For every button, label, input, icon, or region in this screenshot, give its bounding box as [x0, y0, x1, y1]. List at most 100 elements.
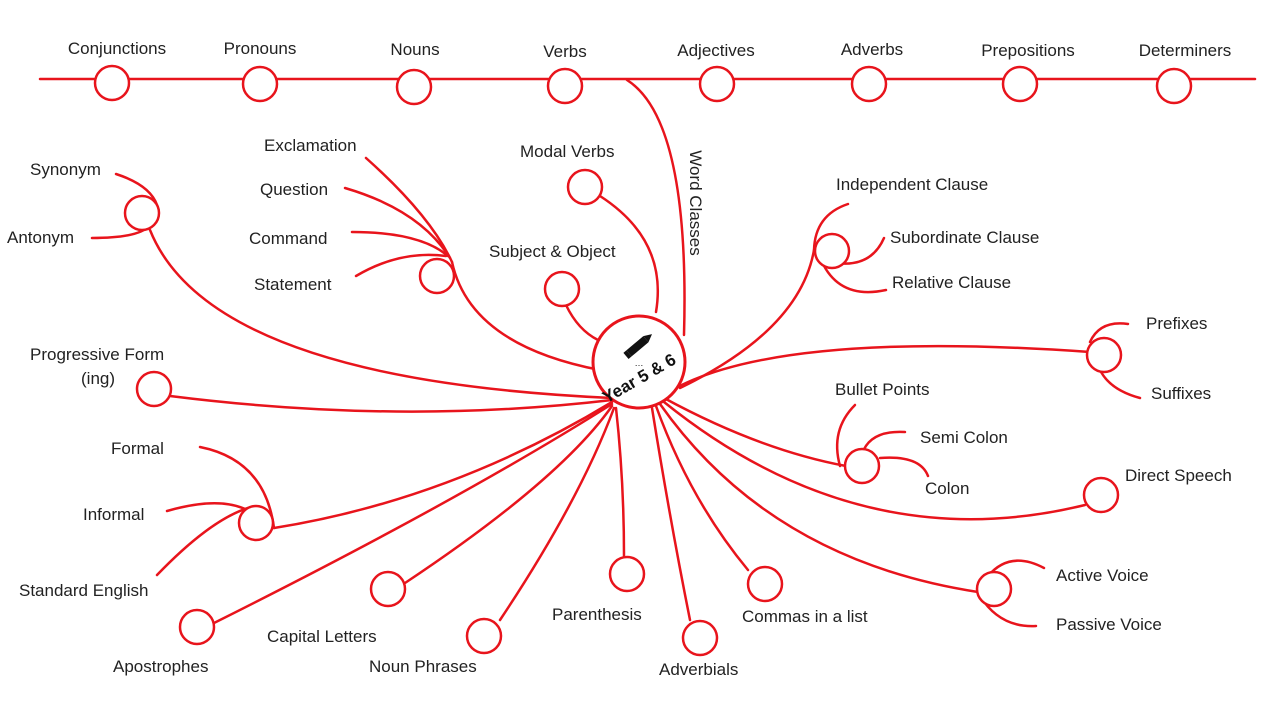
label-adjectives: Adjectives [677, 41, 754, 60]
relative-clause-connector [820, 260, 888, 294]
modal-verbs-connector [598, 194, 660, 314]
label-active-voice: Active Voice [1056, 566, 1149, 585]
label-determiners: Determiners [1139, 41, 1232, 60]
commas-connector [654, 404, 750, 572]
label-adverbials: Adverbials [659, 660, 738, 679]
hub-circle[interactable] [591, 314, 687, 410]
standard-english-connector [155, 506, 250, 577]
label-bullet-points: Bullet Points [835, 380, 930, 399]
subject-object-connector [564, 303, 600, 342]
label-conjunctions: Conjunctions [68, 39, 166, 58]
question-connector [343, 186, 452, 260]
node-register[interactable] [237, 504, 275, 542]
label-subordinate-clause: Subordinate Clause [890, 228, 1039, 247]
clauses-connector [678, 248, 816, 390]
label-independent-clause: Independent Clause [836, 175, 988, 194]
node-pronouns[interactable] [241, 65, 279, 103]
register-connector [272, 400, 614, 530]
exclamation-connector [364, 156, 454, 264]
pencil-dots: … [635, 358, 644, 368]
node-prefixes-suffixes[interactable] [1085, 336, 1123, 374]
node-nouns[interactable] [395, 68, 433, 106]
label-suffixes: Suffixes [1151, 384, 1211, 403]
node-modal-verbs[interactable] [566, 168, 604, 206]
node-commas-in-a-list[interactable] [746, 565, 784, 603]
command-connector [350, 230, 450, 258]
label-prefixes: Prefixes [1146, 314, 1207, 333]
independent-clause-connector [812, 202, 850, 252]
node-prepositions[interactable] [1001, 65, 1039, 103]
progressive-form-connector [168, 394, 614, 413]
node-synonym-antonym[interactable] [123, 194, 161, 232]
label-modal-verbs: Modal Verbs [520, 142, 615, 161]
synonym-antonym-connector [148, 228, 614, 400]
apostrophes-connector [212, 402, 614, 625]
label-direct-speech: Direct Speech [1125, 466, 1232, 485]
word-classes-bar [38, 64, 1257, 106]
node-determiners[interactable] [1155, 67, 1193, 105]
topic-labels: Synonym Antonym Exclamation Question Com… [7, 136, 1232, 679]
label-informal: Informal [83, 505, 144, 524]
node-adjectives[interactable] [698, 65, 736, 103]
label-statement: Statement [254, 275, 332, 294]
adverbials-connector [650, 406, 692, 622]
suffixes-connector [1098, 368, 1142, 400]
label-progressive-form-ing: (ing) [81, 369, 115, 388]
label-antonym: Antonym [7, 228, 74, 247]
word-classes-connector [625, 78, 686, 337]
node-adverbs[interactable] [850, 65, 888, 103]
label-capital-letters: Capital Letters [267, 627, 377, 646]
pencil-icon [623, 334, 653, 359]
central-hub[interactable]: … Year 5 & 6 [591, 314, 687, 410]
label-synonym: Synonym [30, 160, 101, 179]
direct-speech-connector [662, 400, 1087, 521]
node-punctuation[interactable] [843, 447, 881, 485]
label-progressive-form: Progressive Form [30, 345, 164, 364]
label-exclamation: Exclamation [264, 136, 357, 155]
node-voice[interactable] [975, 570, 1013, 608]
node-conjunctions[interactable] [93, 64, 131, 102]
label-commas-in-a-list: Commas in a list [742, 607, 868, 626]
label-colon: Colon [925, 479, 969, 498]
label-question: Question [260, 180, 328, 199]
node-parenthesis[interactable] [608, 555, 646, 593]
node-subject-object[interactable] [543, 270, 581, 308]
node-adverbials[interactable] [681, 619, 719, 657]
label-relative-clause: Relative Clause [892, 273, 1011, 292]
label-parenthesis: Parenthesis [552, 605, 642, 624]
prefixes-connector [1088, 322, 1130, 344]
label-word-classes: Word Classes [686, 150, 705, 256]
bullet-points-connector [835, 403, 857, 468]
label-nouns: Nouns [390, 40, 439, 59]
node-noun-phrases[interactable] [465, 617, 503, 655]
parenthesis-connector [614, 406, 626, 558]
voice-connector [658, 402, 980, 594]
noun-phrases-connector [498, 406, 616, 622]
label-command: Command [249, 229, 327, 248]
statement-connector [354, 253, 448, 278]
node-capital-letters[interactable] [369, 570, 407, 608]
punctuation-connector [662, 396, 848, 468]
topic-nodes [123, 168, 1123, 657]
label-formal: Formal [111, 439, 164, 458]
label-verbs: Verbs [543, 42, 586, 61]
label-passive-voice: Passive Voice [1056, 615, 1162, 634]
label-subject-object: Subject & Object [489, 242, 616, 261]
node-sentence-types[interactable] [418, 257, 456, 295]
label-adverbs: Adverbs [841, 40, 903, 59]
capital-letters-connector [403, 404, 614, 585]
label-standard-english: Standard English [19, 581, 148, 600]
node-clauses[interactable] [813, 232, 851, 270]
label-apostrophes: Apostrophes [113, 657, 208, 676]
colon-connector [878, 456, 930, 478]
sentence-types-connector [450, 260, 602, 372]
node-apostrophes[interactable] [178, 608, 216, 646]
node-progressive-form[interactable] [135, 370, 173, 408]
label-noun-phrases: Noun Phrases [369, 657, 477, 676]
label-pronouns: Pronouns [224, 39, 297, 58]
node-verbs[interactable] [546, 67, 584, 105]
label-prepositions: Prepositions [981, 41, 1075, 60]
node-direct-speech[interactable] [1082, 476, 1120, 514]
label-semi-colon: Semi Colon [920, 428, 1008, 447]
